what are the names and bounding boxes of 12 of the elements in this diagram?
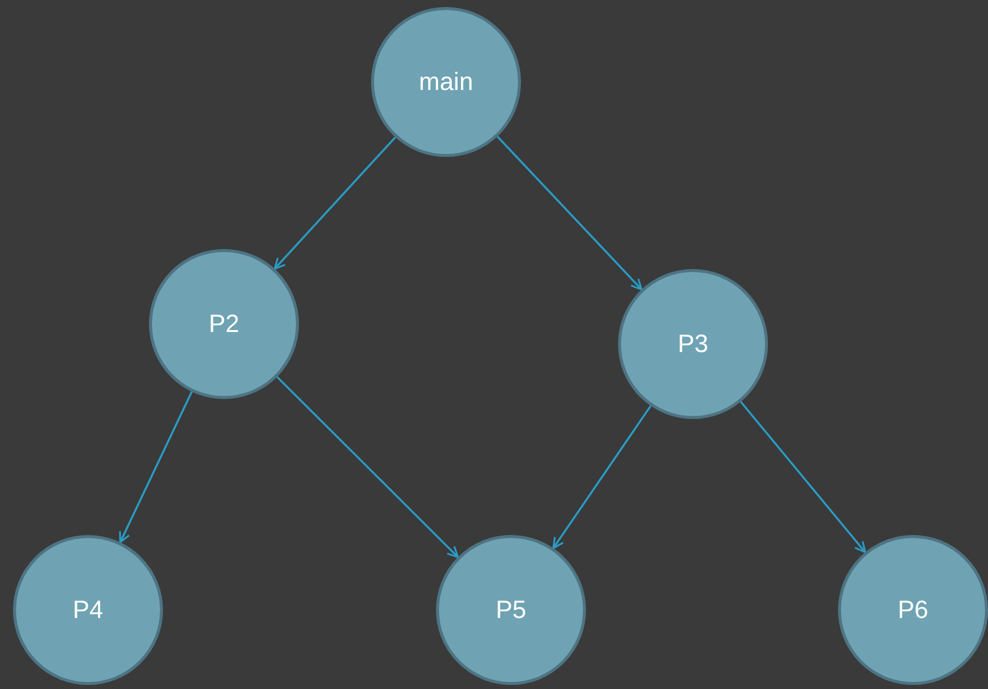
arrow (740, 401, 866, 554)
arrow (552, 405, 652, 549)
node-label: P4 (72, 596, 104, 624)
node-label: main (418, 68, 474, 96)
node-label: P3 (678, 330, 708, 358)
arrow (119, 391, 193, 544)
arrow (276, 376, 459, 558)
arrow (274, 136, 396, 270)
node-label: P5 (496, 596, 526, 624)
node-label: P2 (208, 310, 240, 338)
node-label: P6 (898, 596, 928, 624)
arrow (496, 136, 642, 290)
